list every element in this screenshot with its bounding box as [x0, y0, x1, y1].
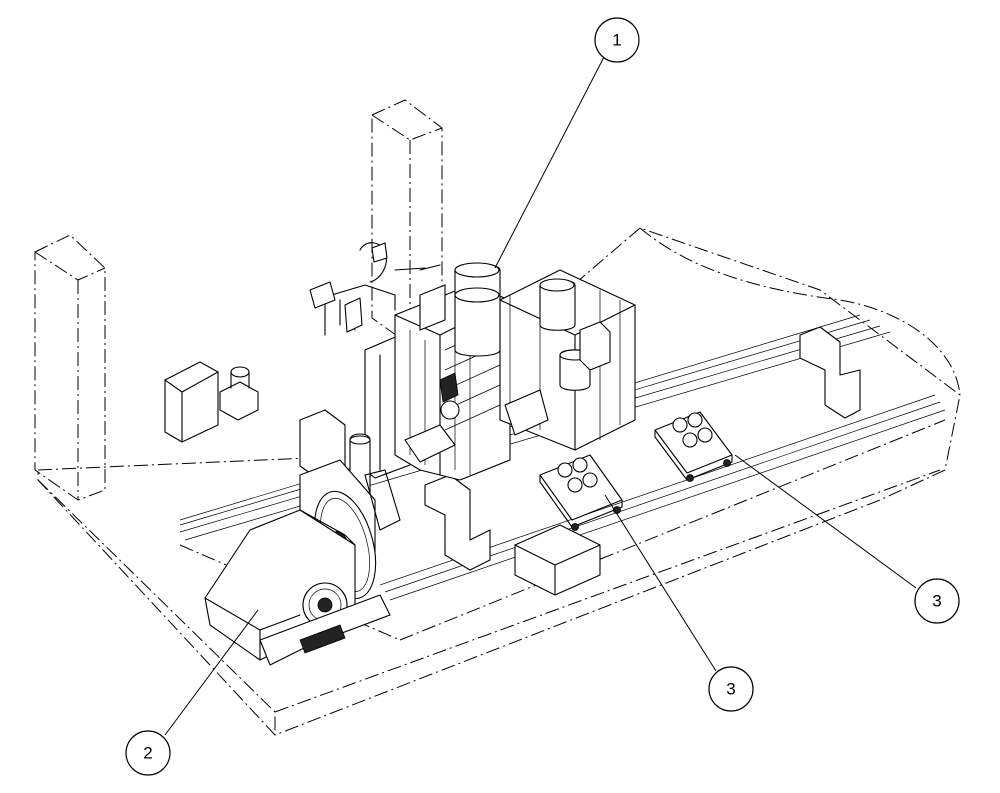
- callout-1: 1: [594, 17, 640, 63]
- leader-lines: [164, 56, 917, 736]
- main-machine: [364, 262, 636, 481]
- callout-2: 2: [125, 730, 171, 776]
- left-column: [34, 234, 106, 501]
- callout-1-label: 1: [612, 31, 621, 50]
- cart-front: [539, 454, 623, 531]
- callout-3-right: 3: [914, 578, 960, 624]
- leader-3b: [604, 494, 717, 672]
- leader-1: [494, 56, 605, 269]
- support-blocks: [424, 326, 861, 596]
- callout-2-label: 2: [143, 744, 152, 763]
- callout-3-center-label: 3: [726, 680, 735, 699]
- control-cabinet: [164, 361, 259, 443]
- leader-2: [164, 609, 259, 736]
- saw-unit: [204, 409, 401, 666]
- manipulator-arm: [309, 242, 441, 336]
- cart-rear: [654, 411, 733, 482]
- callout-3-center: 3: [708, 666, 754, 712]
- callout-3-right-label: 3: [932, 592, 941, 611]
- leader-3a: [734, 454, 917, 589]
